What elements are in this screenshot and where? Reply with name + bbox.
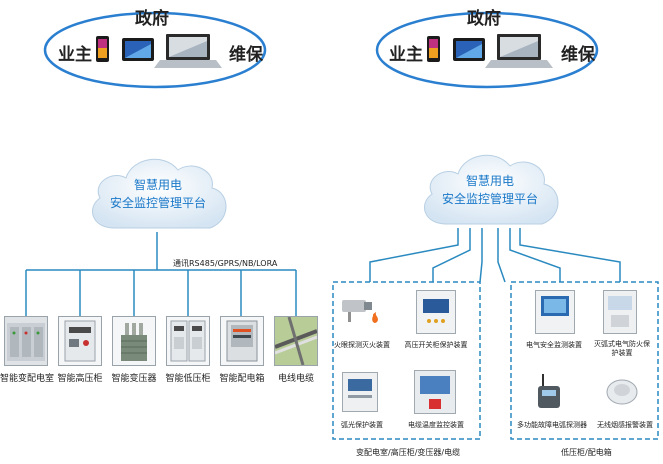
g1-item-3: 电缆温度监控装置: [408, 421, 464, 429]
right-cloud-icon: [423, 154, 559, 225]
right-maint-label: 维保: [561, 45, 595, 65]
left-owner-label: 业主: [58, 45, 92, 65]
left-terminal-devices-icon: [96, 34, 222, 68]
left-user-ellipse: [43, 11, 267, 89]
right-user-ellipse: [375, 11, 599, 89]
arc-protection-icon: [342, 372, 378, 412]
g2-item-1: 灭弧式电气防火保护装置: [594, 340, 650, 357]
device-label-2: 智能变压器: [111, 374, 157, 384]
right-terminal-devices-icon: [427, 34, 553, 68]
device-label-1: 智能高压柜: [57, 374, 103, 384]
bus-label: 通讯RS485/GPRS/NB/LORA: [173, 259, 278, 268]
g1-item-2: 弧光保护装置: [341, 421, 383, 429]
group2-caption: 低压柜/配电箱: [561, 448, 612, 457]
device-label-4: 智能配电箱: [219, 374, 265, 384]
right-owner-label: 业主: [389, 45, 423, 65]
left-cloud-subtitle: 安全监控管理平台: [109, 196, 206, 210]
device-label-3: 智能低压柜: [165, 374, 211, 384]
g2-item-3: 无线烟感报警装置: [597, 421, 653, 429]
g2-item-0: 电气安全监测装置: [526, 341, 582, 349]
left-cloud-icon: [91, 158, 227, 229]
group1-caption: 变配电室/高压柜/变压器/电缆: [356, 448, 461, 457]
arc-fire-protection-icon: [603, 290, 637, 334]
right-gov-label: 政府: [467, 9, 501, 29]
arc-fault-detector-icon: [528, 370, 572, 414]
device-label-5: 电线电缆: [277, 374, 314, 384]
switchgear-icon: [4, 316, 48, 366]
distribution-box-icon: [220, 316, 264, 366]
g1-item-1: 高压开关柜保护装置: [404, 341, 468, 349]
group1-dashed-box: [332, 281, 481, 440]
left-cloud-title: 智慧用电: [133, 178, 182, 192]
left-gov-label: 政府: [135, 9, 169, 29]
device-label-0: 智能变配电室: [0, 374, 54, 384]
group2-dashed-box: [510, 281, 659, 440]
g2-item-2: 多功能故障电弧探测器: [517, 421, 587, 429]
right-cloud-subtitle: 安全监控管理平台: [441, 192, 538, 206]
smoke-alarm-icon: [604, 372, 640, 410]
hv-cabinet-icon: [58, 316, 102, 366]
hv-protection-device-icon: [416, 290, 456, 334]
transformer-icon: [112, 316, 156, 366]
right-cloud-title: 智慧用电: [465, 174, 514, 188]
cable-icon: [274, 316, 318, 366]
cable-temp-monitor-icon: [414, 370, 456, 414]
fire-detector-icon: [340, 290, 380, 328]
lv-cabinet-icon: [166, 316, 210, 366]
electric-safety-monitor-icon: [535, 290, 575, 334]
g1-item-0: 火眼探测灭火装置: [334, 341, 390, 349]
left-maint-label: 维保: [229, 45, 263, 65]
